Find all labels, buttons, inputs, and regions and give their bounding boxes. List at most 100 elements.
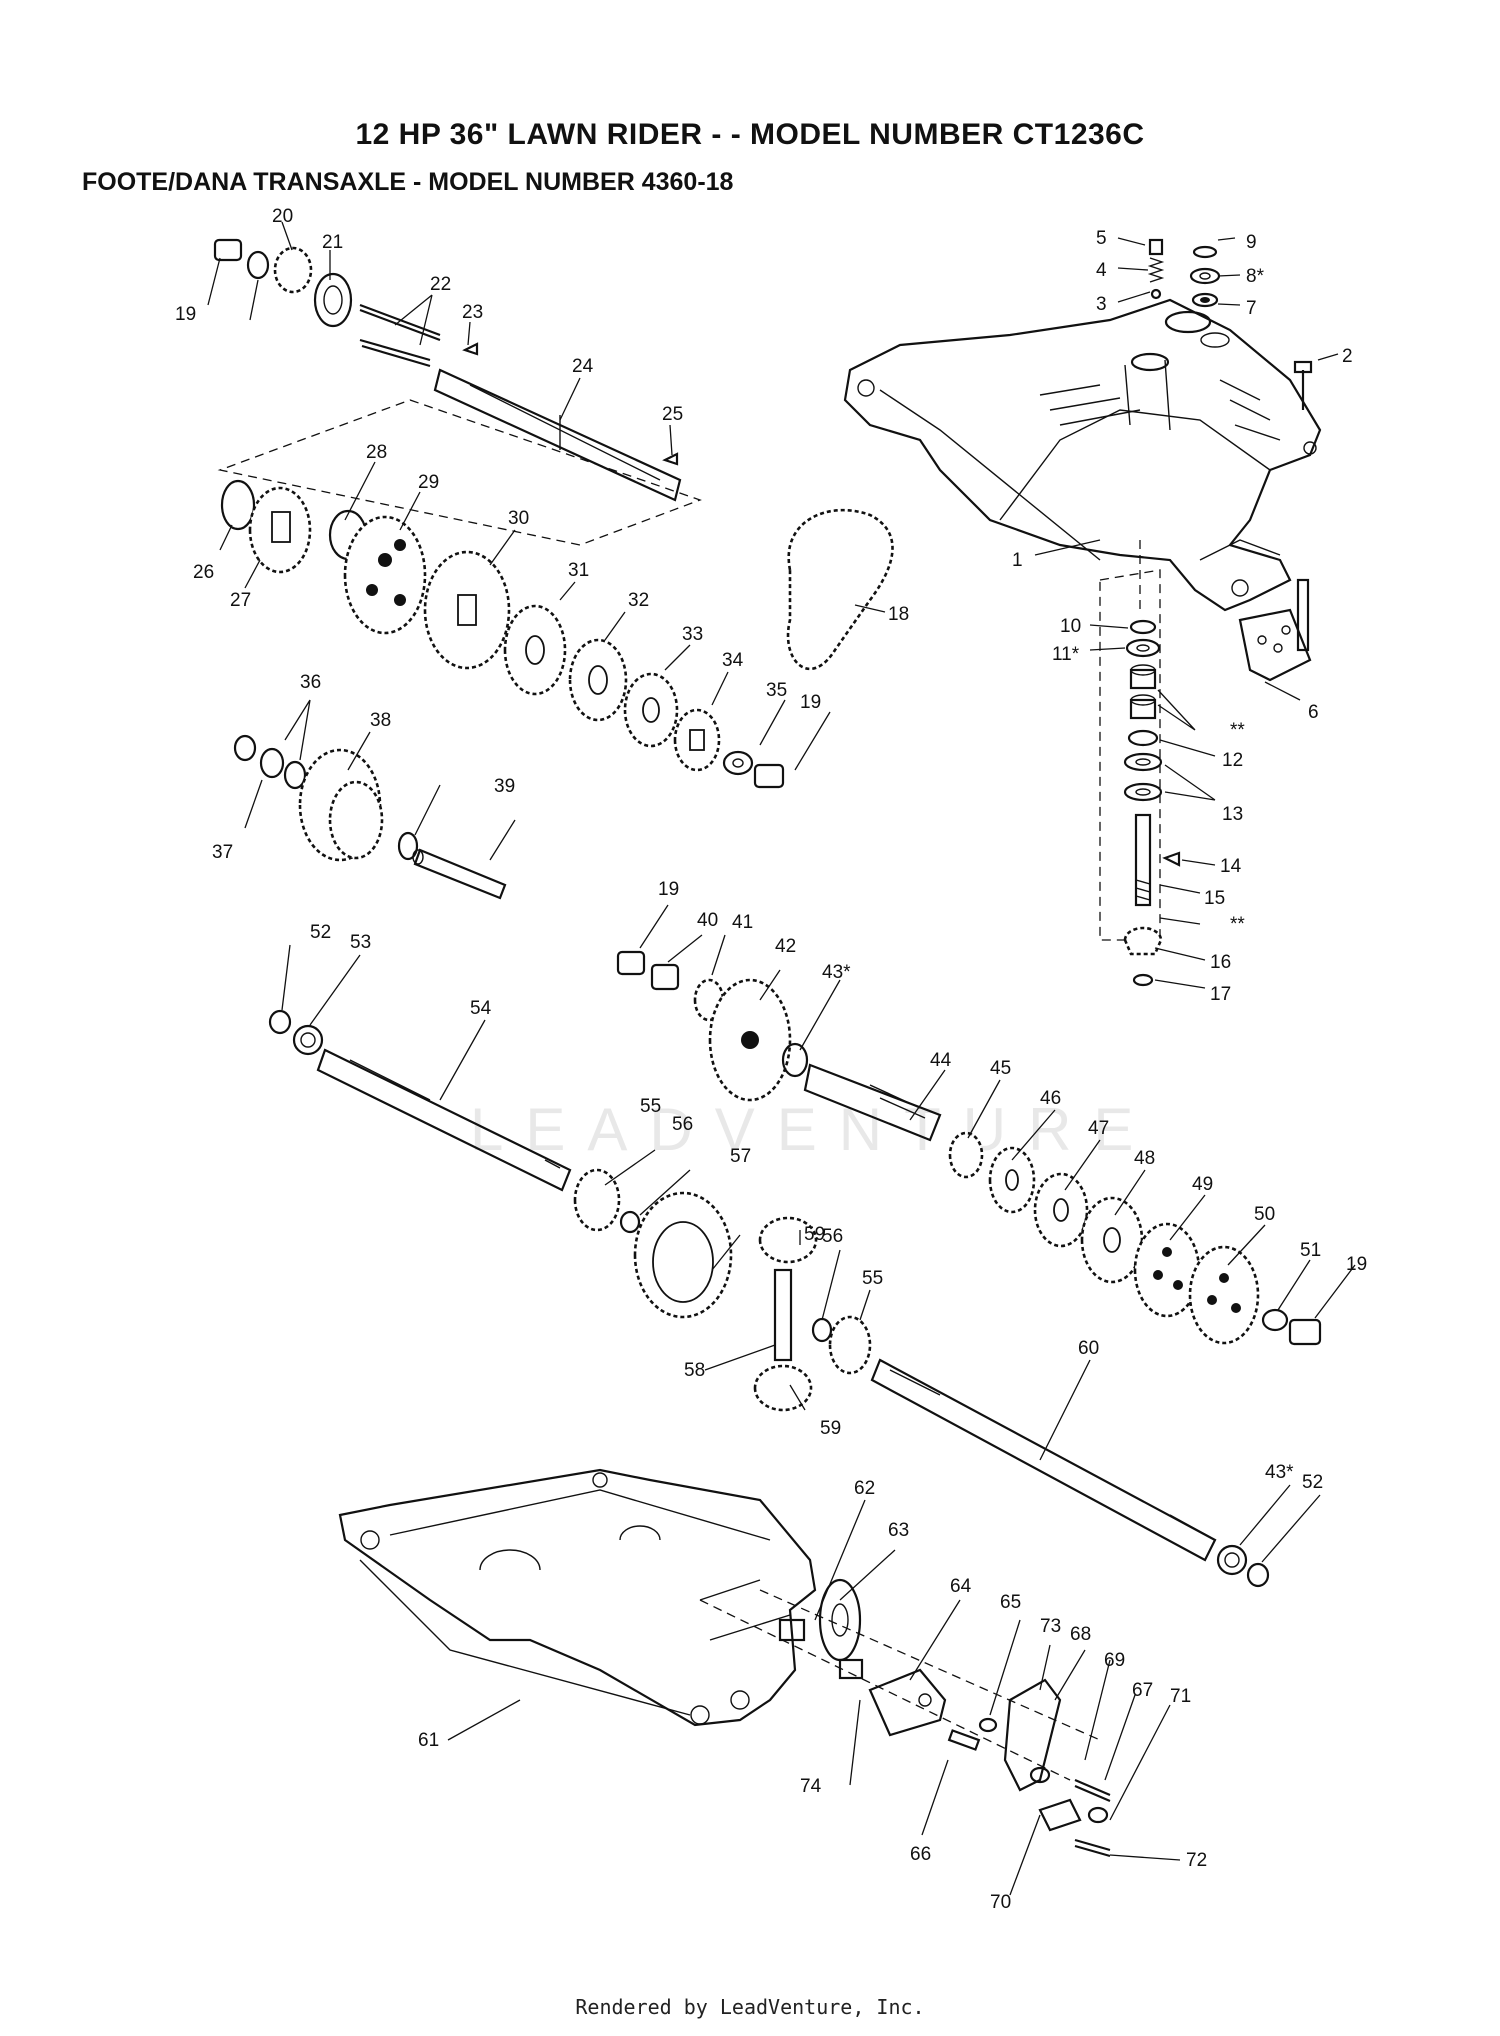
callout: 65 (1000, 1592, 1021, 1613)
callout: 29 (418, 472, 439, 493)
cluster-gear-group (233, 734, 507, 900)
callout: 10 (1060, 616, 1081, 637)
callout: 20 (272, 206, 293, 227)
callout: 62 (854, 1478, 875, 1499)
callout: 4 (1096, 260, 1107, 281)
callout: 19 (1346, 1254, 1367, 1275)
upper-housing (843, 298, 1322, 612)
upper-shaft-group (213, 238, 702, 546)
callout: 3 (1096, 294, 1107, 315)
callout: 19 (800, 692, 821, 713)
callout: 47 (1088, 1118, 1109, 1139)
callout: 52 (1302, 1472, 1323, 1493)
callout: ** (1230, 720, 1245, 741)
axle-differential-group (268, 1009, 1270, 1588)
callout: 67 (1132, 1680, 1153, 1701)
callout: 54 (470, 998, 492, 1019)
upper-gear-stack (220, 479, 785, 789)
callout: 25 (662, 404, 683, 425)
callout: 18 (888, 604, 909, 625)
callout: 22 (430, 274, 451, 295)
callout: 56 (822, 1226, 843, 1247)
callout: 43* (1265, 1462, 1294, 1483)
shift-shaft-assembly (1099, 540, 1181, 987)
middle-shaft-group (616, 950, 942, 1142)
callout: 40 (697, 910, 718, 931)
footer-credit: Rendered by LeadVenture, Inc. (575, 1995, 925, 2019)
callout: 16 (1210, 952, 1231, 973)
callout: 63 (888, 1520, 909, 1541)
callout: 43* (822, 962, 851, 983)
callout: 23 (462, 302, 483, 323)
callout: 48 (1134, 1148, 1155, 1169)
callout: 30 (508, 508, 529, 529)
callout: 21 (322, 232, 343, 253)
callout: 32 (628, 590, 649, 611)
callout: 34 (722, 650, 744, 671)
callout: 1 (1012, 550, 1023, 571)
callout: 42 (775, 936, 796, 957)
callout: 39 (494, 776, 515, 797)
callout: 70 (990, 1892, 1011, 1913)
callout: 64 (950, 1576, 972, 1597)
callout: 49 (1192, 1174, 1213, 1195)
callout: 31 (568, 560, 589, 581)
callout: 11* (1052, 644, 1080, 665)
callout: 60 (1078, 1338, 1099, 1359)
shift-bracket (1238, 578, 1312, 682)
callout: 9 (1246, 232, 1257, 253)
bolt-2 (1293, 360, 1313, 410)
callout: 27 (230, 590, 251, 611)
callout: 5 (1096, 228, 1107, 249)
callout: 37 (212, 842, 233, 863)
callout: 45 (990, 1058, 1011, 1079)
detent-spring-ball (1147, 238, 1221, 308)
callout: 69 (1104, 1650, 1125, 1671)
callout: 12 (1222, 750, 1243, 771)
callout: 14 (1220, 856, 1242, 877)
callout: 8* (1246, 266, 1265, 287)
callout: 38 (370, 710, 391, 731)
callout: 56 (672, 1114, 693, 1135)
callout-labels: 1 2 3 4 5 6 7 8* 9 10 11* 12 13 14 15 16… (175, 206, 1367, 1913)
callout: 13 (1222, 804, 1243, 825)
callout: 44 (930, 1050, 952, 1071)
callout: 26 (193, 562, 214, 583)
diagram-title: 12 HP 36" LAWN RIDER - - MODEL NUMBER CT… (355, 118, 1145, 151)
callout: 2 (1342, 346, 1353, 367)
callout: 51 (1300, 1240, 1321, 1261)
callout: 55 (640, 1096, 661, 1117)
callout-leaders (207, 221, 1356, 1896)
callout: ** (1230, 914, 1245, 935)
lower-gear-stack (948, 1131, 1322, 1346)
callout: 28 (366, 442, 387, 463)
callout: 66 (910, 1844, 931, 1865)
callout: 57 (730, 1146, 751, 1167)
callout: 73 (1040, 1616, 1061, 1637)
callout: 68 (1070, 1624, 1091, 1645)
callout: 36 (300, 672, 321, 693)
callout: 71 (1170, 1686, 1191, 1707)
callout: 55 (862, 1268, 883, 1289)
callout: 59 (820, 1418, 841, 1439)
callout: 52 (310, 922, 331, 943)
diagram-subtitle: FOOTE/DANA TRANSAXLE - MODEL NUMBER 4360… (82, 168, 734, 196)
callout: 53 (350, 932, 371, 953)
callout: 33 (682, 624, 703, 645)
callout: 24 (572, 356, 594, 377)
callout: 41 (732, 912, 753, 933)
watermark: LEADVENTURE (470, 1096, 1155, 1163)
callout: 19 (175, 304, 196, 325)
callout: 72 (1186, 1850, 1207, 1871)
callout: 6 (1308, 702, 1319, 723)
callout: 74 (800, 1776, 822, 1797)
callout: 15 (1204, 888, 1225, 909)
lower-housing (338, 1468, 817, 1727)
callout: 50 (1254, 1204, 1275, 1225)
callout: 35 (766, 680, 787, 701)
callout: 17 (1210, 984, 1231, 1005)
callout: 58 (684, 1360, 705, 1381)
drive-chain (786, 508, 894, 671)
callout: 59 (804, 1224, 825, 1245)
